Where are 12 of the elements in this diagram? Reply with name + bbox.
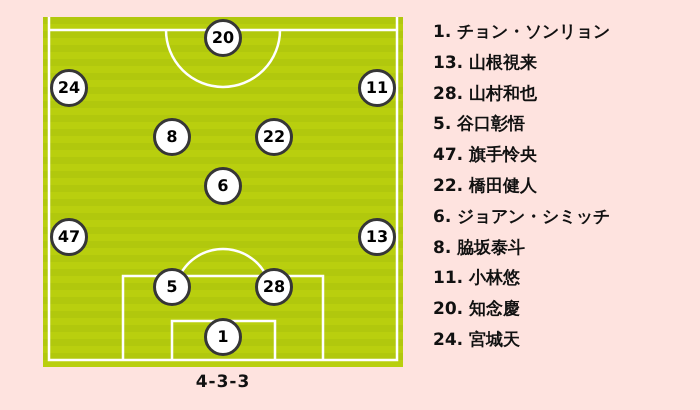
formation-caption: 4-3-3 <box>194 372 252 392</box>
squad-list-entry: 24. 宮城天 <box>433 330 520 350</box>
squad-list-entry: 13. 山根視来 <box>433 52 538 73</box>
squad-list-entry: 22. 橋田健人 <box>433 176 538 196</box>
squad-list-entry: 20. 知念慶 <box>433 299 520 320</box>
squad-list-entry: 6. ジョアン・シミッチ <box>433 206 610 227</box>
squad-list-entry: 11. 小林悠 <box>433 268 520 288</box>
squad-list-entry: 5. 谷口彰悟 <box>433 114 526 134</box>
squad-list-entry: 28. 山村和也 <box>433 84 538 104</box>
squad-list-entry: 47. 旗手怜央 <box>433 145 538 166</box>
squad-list-entry: 8. 脇坂泰斗 <box>433 238 526 258</box>
squad-list-entry: 1. チョン・ソンリョン <box>433 22 610 42</box>
